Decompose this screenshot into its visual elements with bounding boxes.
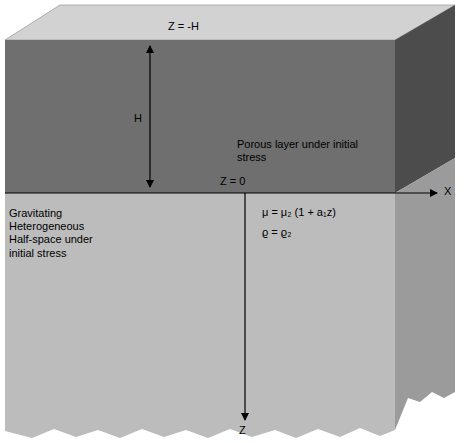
rigidity-formula: μ = μ₂ (1 + a₁z) (262, 206, 336, 219)
region-text: Porous layer under initial stress (237, 138, 365, 164)
region-text: Gravitating Heterogeneous Half-space und… (9, 207, 109, 260)
density-formula: ϱ = ϱ₂ (262, 226, 291, 239)
thickness-label: H (134, 112, 142, 125)
z-axis-label: Z (239, 424, 246, 437)
x-axis-label: X (444, 185, 451, 198)
interface-label: Z = 0 (220, 175, 245, 188)
porous-layer-band: Porous layer under initial stress (5, 40, 395, 193)
top-boundary-label: Z = -H (168, 20, 199, 33)
half-space-band: Gravitating Heterogeneous Half-space und… (5, 193, 395, 433)
